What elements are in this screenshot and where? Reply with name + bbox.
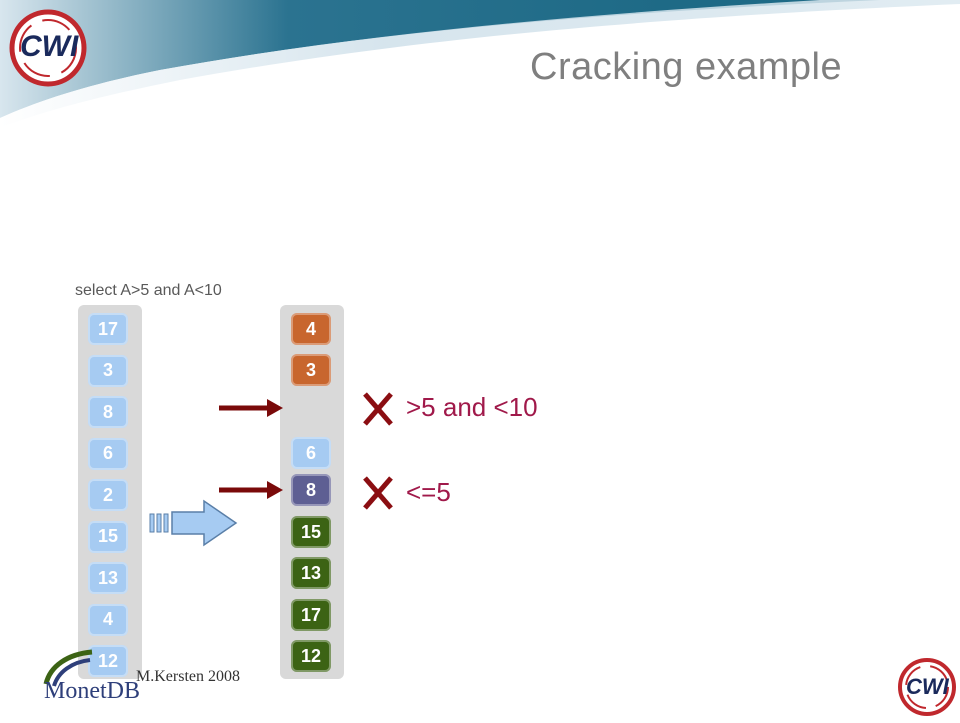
transform-arrow — [149, 499, 238, 547]
cell-value: 3 — [102, 360, 113, 380]
monetdb-wordmark: MonetDB — [44, 678, 140, 704]
cell-value: 6 — [305, 442, 316, 463]
original-cell: 2 — [88, 479, 128, 511]
lower-pointer-arrow — [219, 481, 283, 499]
cell-value: 17 — [97, 318, 119, 339]
original-cell: 3 — [88, 354, 128, 387]
logo-text: CWI — [20, 30, 79, 63]
cracked-cell: 12 — [291, 640, 331, 672]
corner-logo-text: CWI — [906, 674, 949, 699]
monetdb-logo: MonetDB — [44, 678, 140, 705]
moved-cell: 2 — [367, 434, 407, 466]
cell-value: 4 — [102, 609, 113, 629]
monetdb-logo-arc — [43, 649, 93, 687]
cell-value: 2 — [102, 484, 113, 505]
original-cell: 17 — [88, 313, 128, 345]
cracked-cell: 15 — [291, 516, 331, 548]
cracked-cell: 3 — [291, 354, 331, 386]
original-cell: 8 — [88, 396, 128, 428]
cell-value: 15 — [300, 521, 322, 542]
upper-pointer-arrow — [219, 399, 283, 417]
cell-value: 12 — [300, 645, 322, 666]
cwi-logo: CWI — [6, 6, 90, 90]
cell-value: 15 — [97, 526, 119, 546]
cracked-cell: 6 — [291, 437, 331, 469]
original-cell: 12 — [88, 645, 128, 677]
cracked-cell: 4 — [291, 313, 331, 345]
cell-value: 8 — [102, 401, 113, 422]
cracked-cell: 8 — [291, 474, 331, 506]
cracked-cell: 13 — [291, 557, 331, 589]
cell-value: 3 — [305, 359, 316, 380]
cwi-corner-logo: CWI — [896, 656, 958, 718]
cell-value: 2 — [381, 439, 392, 460]
upper-cross-icon — [363, 392, 393, 426]
lower-cross-icon — [363, 476, 393, 510]
cell-value: 12 — [97, 650, 119, 671]
cell-value: 8 — [305, 479, 316, 500]
lower-predicate-label: <=5 — [406, 477, 451, 507]
credit-text: M.Kersten 2008 — [136, 668, 240, 685]
header-band — [0, 0, 960, 128]
upper-predicate-label: >5 and <10 — [406, 392, 538, 422]
page-title: Cracking example — [530, 46, 843, 88]
original-cell: 13 — [88, 562, 128, 594]
cell-value: 6 — [102, 443, 113, 463]
cell-value: 4 — [305, 318, 316, 339]
cell-value: 13 — [97, 567, 119, 588]
original-cell: 15 — [88, 520, 128, 553]
original-cell: 6 — [88, 437, 128, 470]
cracked-cell: 17 — [291, 599, 331, 631]
cell-value: 13 — [300, 562, 322, 583]
cell-value: 17 — [300, 604, 322, 625]
original-cell: 4 — [88, 603, 128, 636]
query-label: select A>5 and A<10 — [75, 282, 222, 299]
